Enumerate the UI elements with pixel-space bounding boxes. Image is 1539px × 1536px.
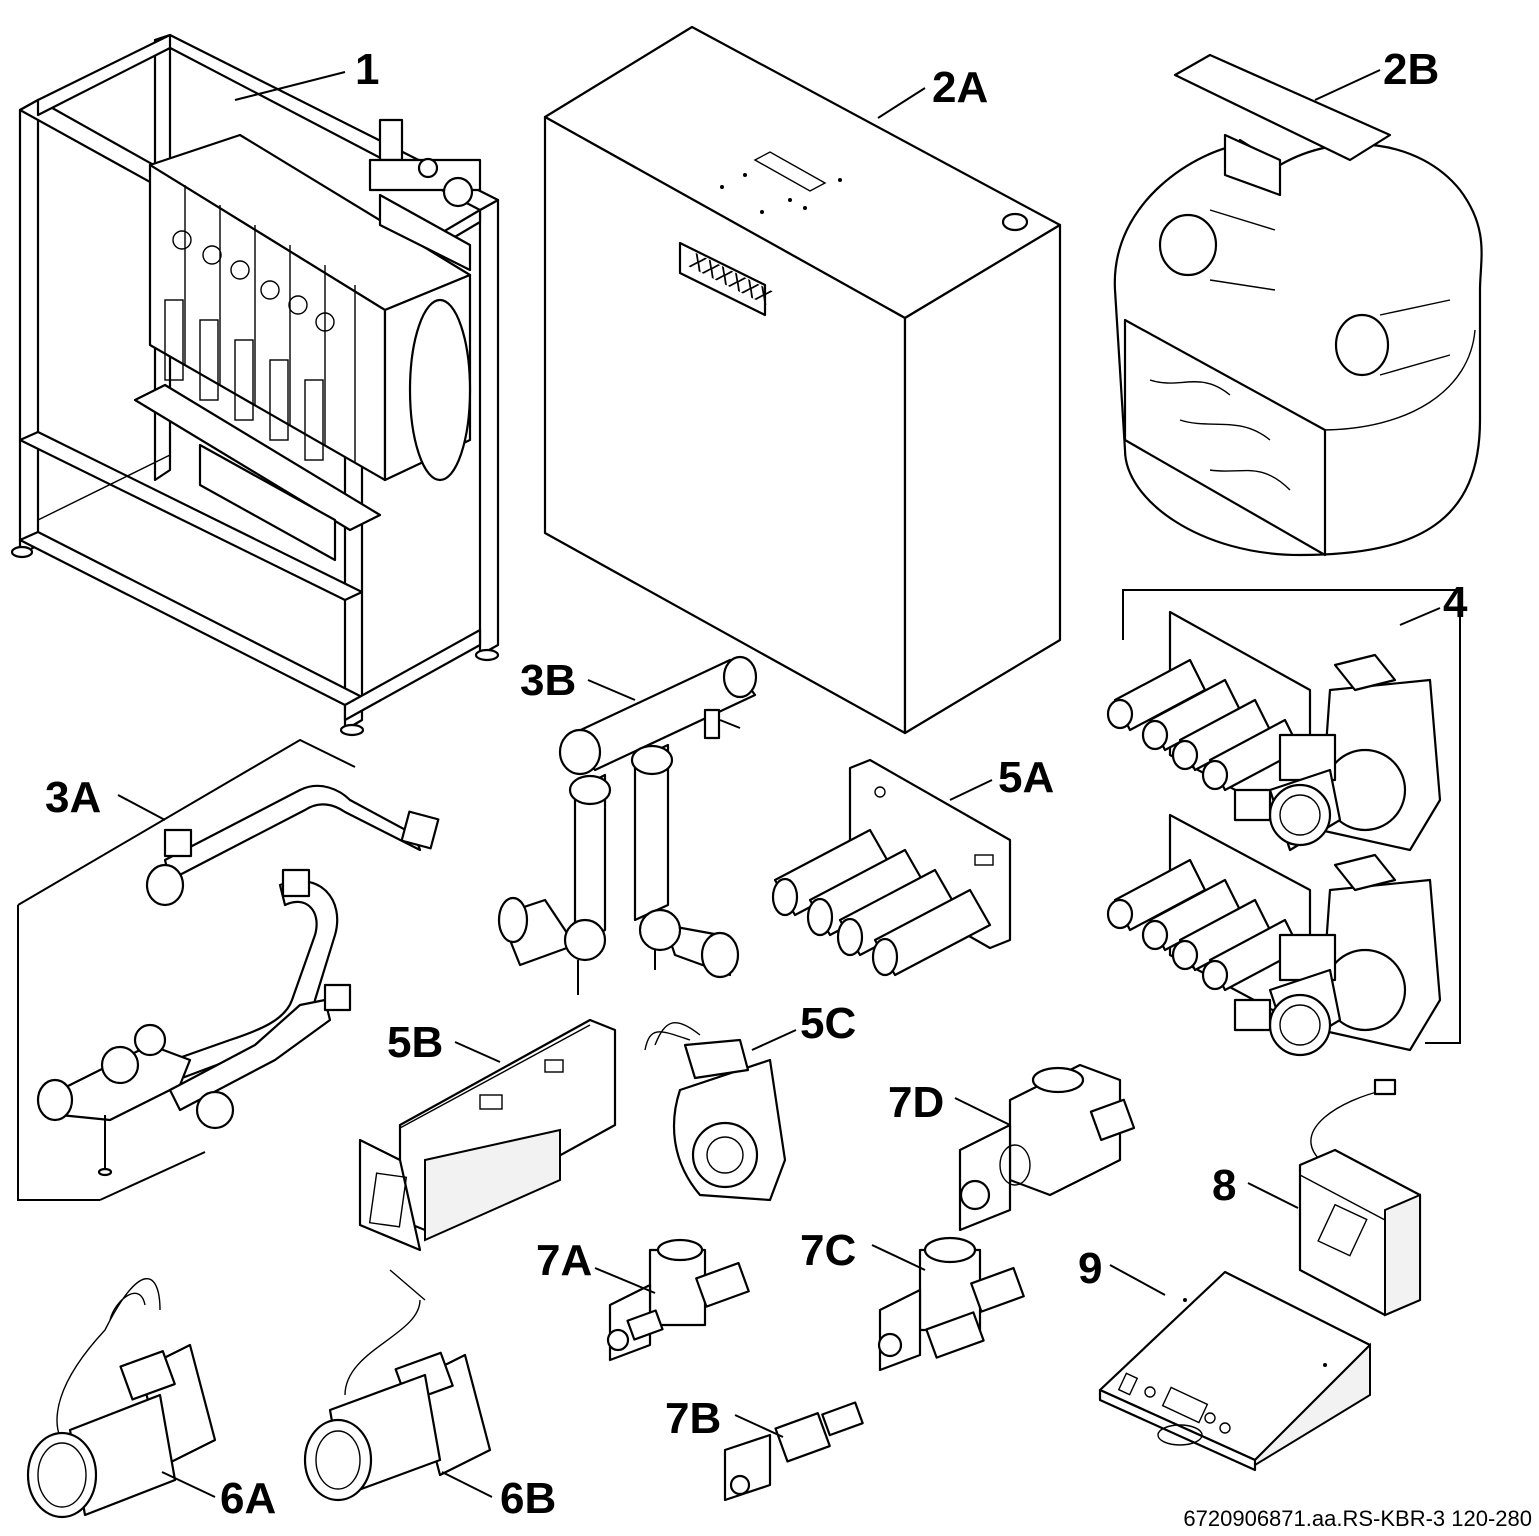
part-5b-burner-rail (358, 1018, 617, 1252)
leader-line-8 (1247, 1182, 1299, 1209)
label-2a: 2A (932, 63, 988, 112)
part-4-bracket-side (1425, 690, 1461, 1044)
part-4-bracket-top (1122, 589, 1461, 690)
leader-line-2a (877, 87, 926, 119)
label-6a: 6A (220, 1474, 276, 1523)
part-3a-connection-pipes (17, 738, 440, 1201)
part-3b-gas-manifold (497, 655, 758, 995)
leader-line-6b (441, 1471, 493, 1498)
leader-line-5a (949, 779, 993, 801)
leader-line-4 (1399, 607, 1441, 626)
leader-line-2b (1314, 69, 1381, 101)
leader-line-7d (954, 1097, 1011, 1126)
leader-line-3a (117, 794, 166, 821)
part-4-burner-upper (1106, 610, 1442, 852)
part-6a-flue-sensor-adapter (26, 1278, 217, 1519)
part-6b-flue-adapter (303, 1269, 492, 1502)
label-3a: 3A (45, 773, 101, 822)
label-7d: 7D (888, 1078, 944, 1127)
label-9: 9 (1078, 1244, 1102, 1293)
leader-line-3b (587, 679, 636, 701)
label-7c: 7C (800, 1226, 856, 1275)
part-9-control-unit (1098, 1270, 1372, 1472)
label-5c: 5C (800, 999, 856, 1048)
leader-line-9 (1109, 1264, 1166, 1296)
label-6b: 6B (500, 1474, 556, 1523)
label-7a: 7A (536, 1236, 592, 1285)
label-5a: 5A (998, 753, 1054, 802)
label-5b: 5B (387, 1018, 443, 1067)
label-1: 1 (355, 45, 379, 94)
part-7b-gas-valve-small (723, 1401, 864, 1502)
part-7c-gas-valve (877, 1236, 1025, 1372)
part-1-boiler-frame (10, 33, 500, 737)
label-8: 8 (1212, 1161, 1236, 1210)
label-3b: 3B (520, 656, 576, 705)
label-4: 4 (1443, 578, 1468, 627)
label-7b: 7B (665, 1394, 721, 1443)
part-8-control-module (1298, 1078, 1422, 1317)
leader-line-7a (594, 1267, 656, 1294)
leader-line-5b (454, 1041, 501, 1063)
part-4-burner-lower (1106, 813, 1442, 1057)
label-2b: 2B (1383, 45, 1439, 94)
part-5a-burner-tubes (771, 758, 1012, 977)
part-2a-casing: XXXXXX (543, 25, 1062, 735)
leader-line-7c (871, 1244, 926, 1271)
leader-line-7b (734, 1414, 784, 1438)
leader-line-5c (751, 1029, 797, 1051)
reference-code: 6720906871.aa.RS-KBR-3 120-280 (1183, 1506, 1532, 1531)
leader-line-6a (161, 1471, 216, 1498)
part-2b-insulation (1113, 53, 1483, 557)
part-7d-gas-valve (958, 1063, 1136, 1232)
leader-line-1 (234, 71, 346, 101)
part-7a-gas-valve (606, 1238, 750, 1362)
part-5c-fan (644, 1022, 787, 1202)
